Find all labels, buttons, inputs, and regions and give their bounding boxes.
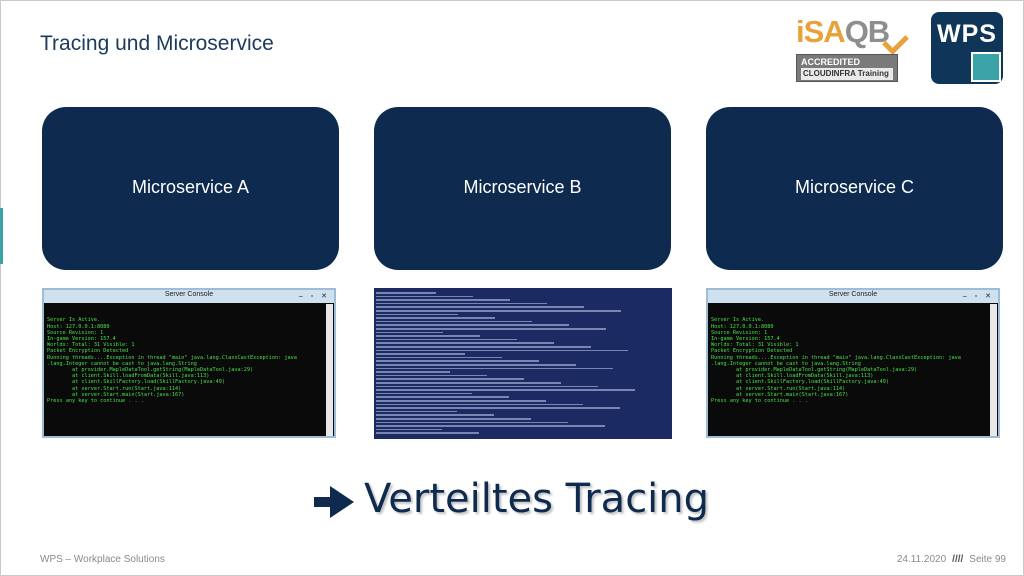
log-line bbox=[376, 292, 436, 294]
trace-log-terminal bbox=[374, 288, 672, 439]
window-controls-icon: – ▫ ✕ bbox=[962, 293, 994, 300]
server-console-c: Server Console – ▫ ✕ Server Is Active.Ho… bbox=[706, 288, 1000, 438]
log-line bbox=[376, 392, 472, 395]
console-scrollbar bbox=[990, 304, 997, 436]
isaqb-accredited-badge: ACCREDITED CLOUDINFRA Training bbox=[796, 54, 898, 82]
isaqb-logo: iSAQB ACCREDITED CLOUDINFRA Training bbox=[796, 14, 916, 84]
console-title: Server Console bbox=[828, 291, 878, 298]
log-line bbox=[376, 320, 532, 323]
microservice-a-label: Microservice A bbox=[131, 177, 250, 197]
microservice-b-box: Microservice B bbox=[374, 107, 671, 270]
isaqb-wordmark: iSAQB bbox=[796, 14, 890, 49]
server-console-a: Server Console – ▫ ✕ Server Is Active.Ho… bbox=[42, 288, 336, 438]
log-line bbox=[376, 302, 547, 305]
log-line bbox=[376, 335, 480, 337]
console-titlebar: Server Console – ▫ ✕ bbox=[44, 290, 334, 303]
log-line bbox=[376, 346, 591, 348]
footer-company: WPS – Workplace Solutions bbox=[40, 554, 165, 565]
log-line bbox=[376, 295, 473, 298]
log-line bbox=[376, 407, 620, 409]
log-line bbox=[376, 382, 561, 384]
slide-title: Tracing und Microservice bbox=[40, 32, 274, 55]
log-line bbox=[376, 389, 635, 391]
wps-logo: WPS bbox=[931, 12, 1003, 84]
log-line bbox=[376, 374, 487, 377]
log-line bbox=[376, 317, 495, 319]
log-line bbox=[376, 418, 531, 420]
log-line bbox=[376, 313, 458, 316]
log-line bbox=[376, 400, 546, 402]
log-line bbox=[376, 367, 613, 370]
microservice-c-label: Microservice C bbox=[794, 177, 914, 197]
footer-page-number: Seite 99 bbox=[969, 554, 1006, 565]
log-line bbox=[376, 414, 494, 416]
log-line bbox=[376, 342, 554, 344]
log-line bbox=[376, 360, 539, 362]
microservice-a-box: Microservice A bbox=[42, 107, 339, 270]
log-line bbox=[376, 356, 502, 359]
log-line bbox=[376, 349, 628, 352]
log-line bbox=[376, 324, 569, 326]
log-line bbox=[376, 410, 457, 413]
footer-date: 24.11.2020 bbox=[896, 554, 947, 565]
log-line bbox=[376, 432, 479, 434]
log-line bbox=[376, 364, 576, 366]
footer-meta: 24.11.2020 //// Seite 99 bbox=[897, 554, 1006, 565]
log-line bbox=[376, 425, 605, 427]
log-line bbox=[376, 331, 443, 334]
log-line bbox=[376, 396, 509, 398]
log-line bbox=[376, 299, 510, 301]
microservice-b-label: Microservice B bbox=[463, 177, 582, 197]
log-line bbox=[376, 306, 584, 308]
side-accent-bar bbox=[0, 208, 3, 264]
console-scrollbar bbox=[326, 304, 333, 436]
log-line bbox=[376, 385, 598, 388]
console-title: Server Console bbox=[164, 291, 214, 298]
console-titlebar: Server Console – ▫ ✕ bbox=[708, 290, 998, 303]
window-controls-icon: – ▫ ✕ bbox=[298, 293, 330, 300]
isaqb-accredited-label: ACCREDITED bbox=[801, 57, 861, 67]
log-line bbox=[376, 428, 442, 431]
log-line bbox=[376, 310, 621, 312]
log-line bbox=[376, 421, 568, 424]
log-line bbox=[376, 328, 606, 330]
log-line bbox=[376, 378, 524, 380]
log-line bbox=[376, 371, 450, 373]
log-line bbox=[376, 353, 465, 355]
headline: Verteiltes Tracing bbox=[364, 476, 710, 522]
wps-logo-square bbox=[971, 52, 1001, 82]
log-line bbox=[376, 403, 583, 406]
footer-separator: //// bbox=[952, 554, 964, 565]
wps-logo-text: WPS bbox=[937, 20, 997, 48]
microservice-c-box: Microservice C bbox=[706, 107, 1003, 270]
right-arrow-icon bbox=[314, 486, 354, 518]
isaqb-training-label: CLOUDINFRA Training bbox=[801, 68, 893, 80]
log-line bbox=[376, 338, 517, 341]
